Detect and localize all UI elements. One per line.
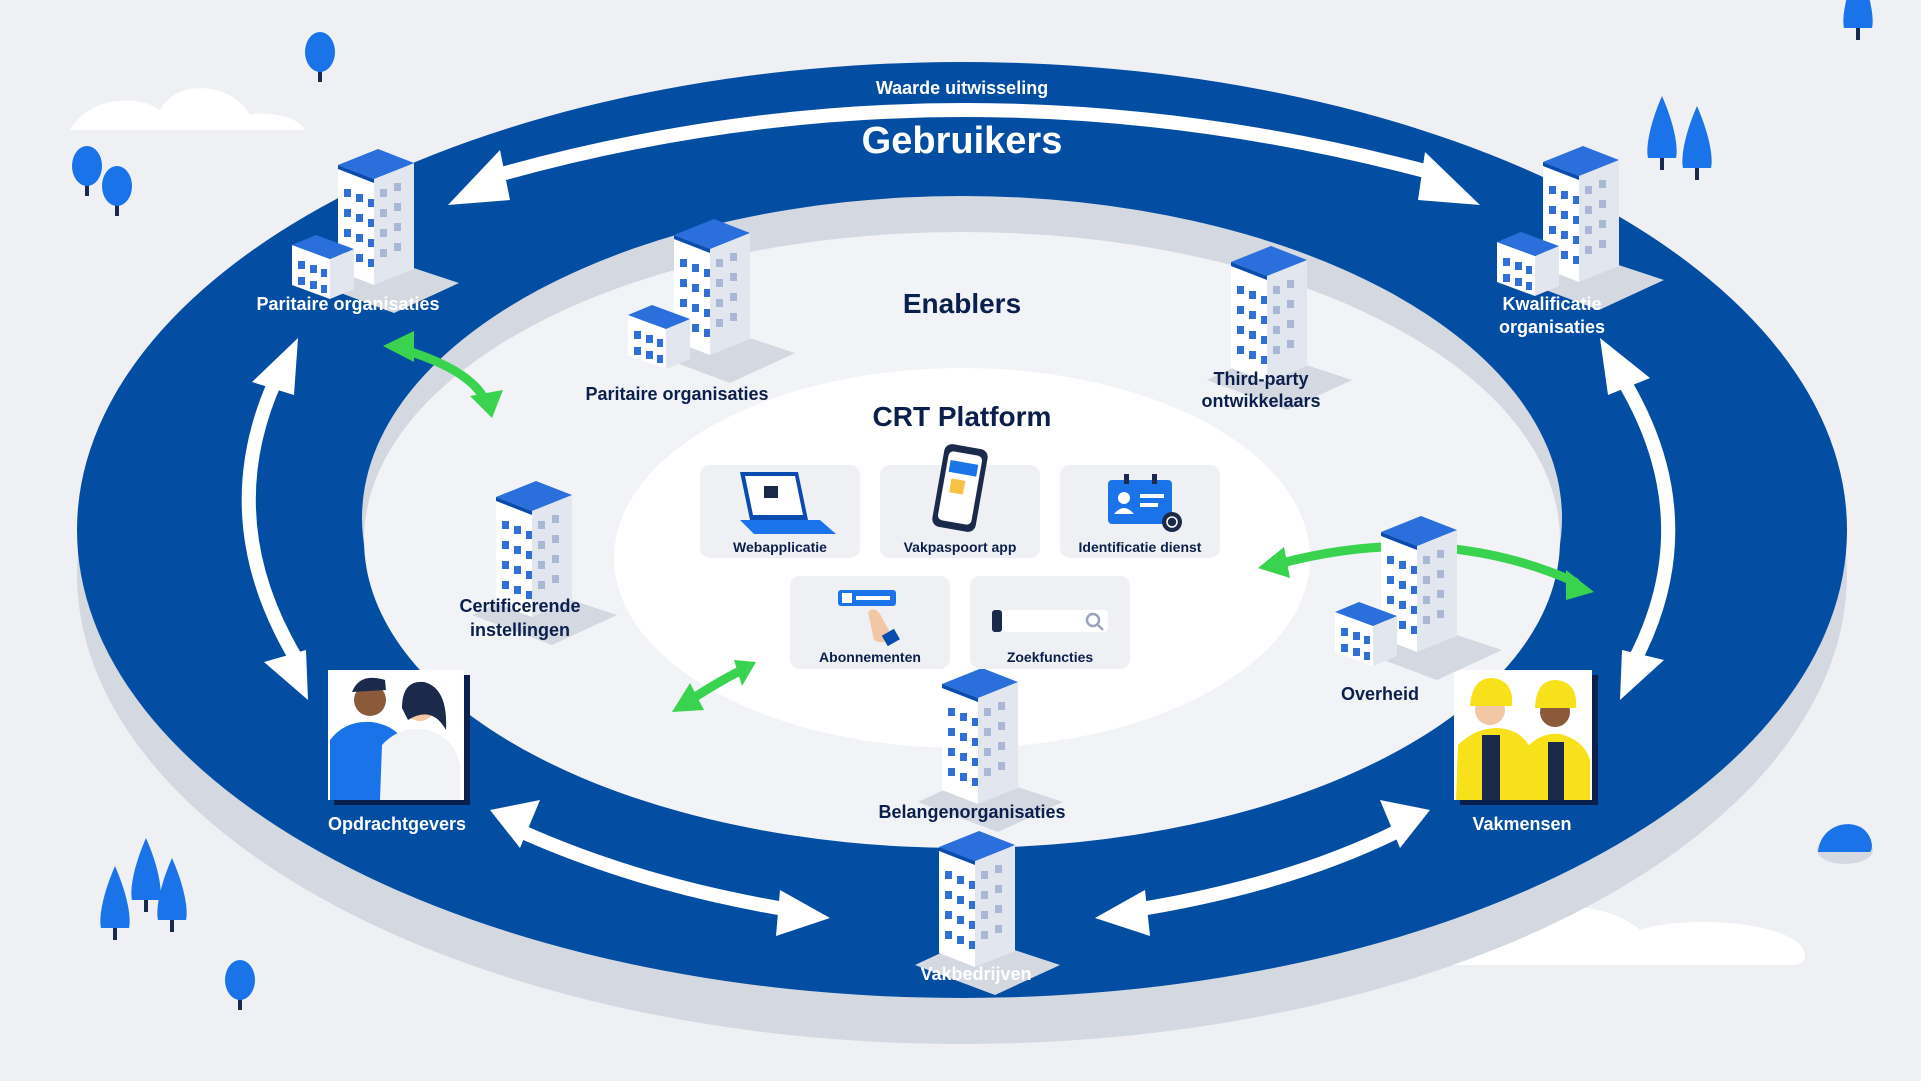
- platform-tile-webapplicatie: Webapplicatie: [700, 465, 860, 558]
- enablers-title: Enablers: [903, 288, 1021, 319]
- node-label-line2: instellingen: [470, 620, 570, 640]
- node-label: Belangenorganisaties: [878, 802, 1065, 822]
- arrowheads: [252, 150, 1664, 936]
- enabler-node-paritaire: Paritaire organisaties: [585, 219, 795, 404]
- value-exchange-label: Waarde uitwisseling: [876, 78, 1048, 98]
- node-label: Opdrachtgevers: [328, 814, 466, 834]
- node-label: Third-party: [1213, 369, 1308, 389]
- node-label: Paritaire organisaties: [256, 294, 439, 314]
- hand-checkbox-icon: [838, 590, 900, 647]
- enabler-node-certificerende: Certificerende instellingen: [459, 481, 617, 645]
- node-label-line2: organisaties: [1499, 317, 1605, 337]
- workers-helmet-icon: [1454, 670, 1598, 805]
- platform-tile-zoekfuncties: Zoekfuncties: [970, 576, 1130, 669]
- tile-label: Vakpaspoort app: [904, 539, 1017, 555]
- node-label: Overheid: [1341, 684, 1419, 704]
- node-label: Vakmensen: [1472, 814, 1571, 834]
- laptop-icon: [740, 472, 836, 534]
- tile-label: Webapplicatie: [733, 539, 827, 555]
- tile-label: Abonnementen: [819, 649, 921, 665]
- green-arrowheads: [383, 331, 1594, 712]
- user-node-opdrachtgevers: Opdrachtgevers: [328, 670, 470, 834]
- tile-label: Zoekfuncties: [1007, 649, 1094, 665]
- clients-people-icon: [328, 670, 470, 805]
- enabler-node-belangen: Belangenorganisaties: [878, 668, 1066, 832]
- tile-label: Identificatie dienst: [1079, 539, 1202, 555]
- platform-title: CRT Platform: [873, 401, 1052, 432]
- user-node-kwalificatie: Kwalificatie organisaties: [1497, 146, 1664, 337]
- user-node-paritaire: Paritaire organisaties: [256, 149, 459, 314]
- enabler-node-overheid: Overheid: [1335, 516, 1502, 704]
- user-node-vakmensen: Vakmensen: [1454, 670, 1598, 834]
- id-card-fingerprint-icon: [1108, 474, 1182, 532]
- search-icon: [992, 610, 1108, 632]
- platform-tile-abonnementen: Abonnementen: [790, 576, 950, 669]
- node-label: Kwalificatie: [1502, 294, 1601, 314]
- platform-tile-identificatie: Identificatie dienst: [1060, 465, 1220, 558]
- node-label: Vakbedrijven: [920, 964, 1031, 984]
- users-title: Gebruikers: [862, 120, 1063, 162]
- rock-decoration: [1817, 824, 1873, 864]
- smartphone-icon: [932, 444, 988, 532]
- value-exchange-arrows: [241, 103, 1676, 917]
- node-label: Paritaire organisaties: [585, 384, 768, 404]
- user-node-vakbedrijven: Vakbedrijven: [915, 831, 1060, 995]
- node-label: Certificerende: [459, 596, 580, 616]
- platform-tile-vakpaspoort: Vakpaspoort app: [880, 444, 1040, 558]
- enabler-node-third-party: Third-party ontwikkelaars: [1201, 246, 1352, 411]
- node-label-line2: ontwikkelaars: [1201, 391, 1320, 411]
